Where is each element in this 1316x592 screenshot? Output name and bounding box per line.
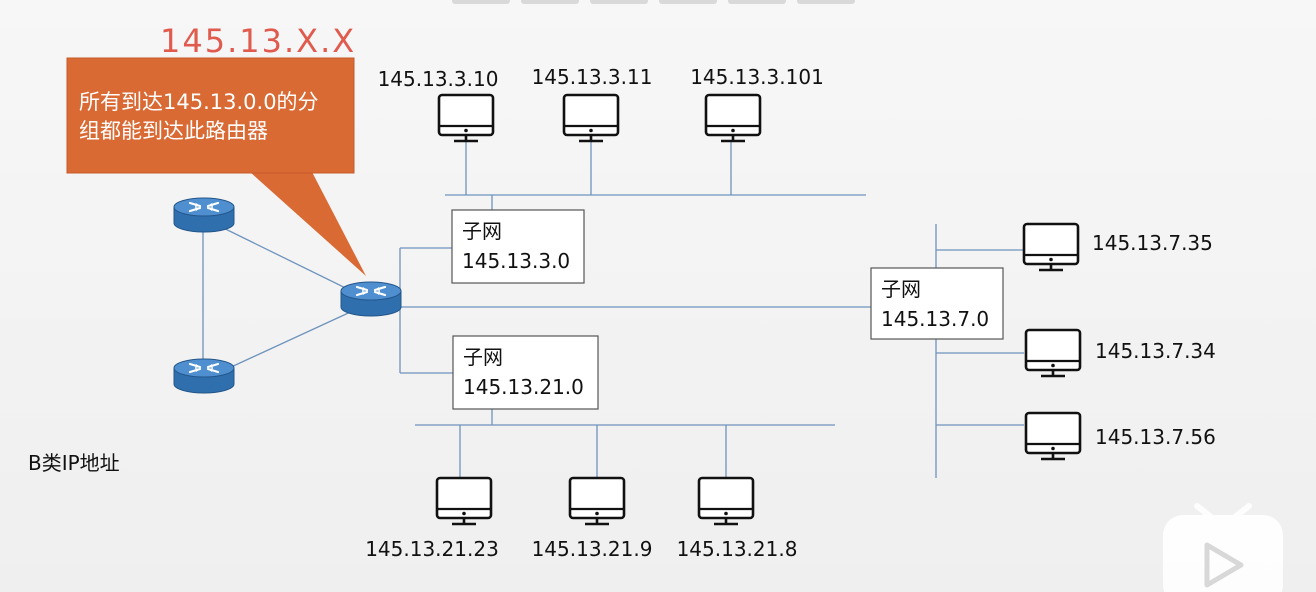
router-icon[interactable] (172, 196, 236, 234)
toolbar-tab-5[interactable] (728, 0, 786, 4)
host-address: 145.13.21.23 (365, 537, 499, 561)
computer-icon[interactable] (435, 476, 493, 526)
subnet-box-3[interactable] (451, 209, 585, 284)
computer-icon[interactable] (562, 93, 620, 143)
host-address: 145.13.3.10 (378, 67, 499, 91)
subnet-address: 145.13.7.0 (881, 307, 989, 331)
computer-icon[interactable] (1022, 222, 1080, 272)
class-b-label: B类IP地址 (28, 451, 120, 475)
callout-line-2: 组都能到达此路由器 (79, 119, 268, 143)
computer-icon[interactable] (697, 476, 755, 526)
subnet-title: 子网 (463, 345, 503, 369)
play-button[interactable] (1163, 503, 1283, 592)
link-router-a-main (202, 217, 371, 301)
toolbar-tab-1[interactable] (452, 0, 510, 4)
host-address: 145.13.3.101 (690, 65, 824, 89)
toolbar-tab-4[interactable] (659, 0, 717, 4)
main-router-icon[interactable] (339, 280, 403, 318)
host-address: 145.13.3.11 (532, 65, 653, 89)
subnet-address: 145.13.3.0 (462, 249, 570, 273)
host-address: 145.13.7.35 (1092, 231, 1213, 255)
subnet-box-21[interactable] (452, 335, 599, 410)
toolbar-tab-2[interactable] (521, 0, 579, 4)
subnet-title: 子网 (462, 219, 502, 243)
host-address: 145.13.7.34 (1095, 339, 1216, 363)
handwritten-note: 145.13.X.X (160, 22, 356, 60)
router-icon[interactable] (172, 357, 236, 395)
subnet-address: 145.13.21.0 (463, 375, 584, 399)
computer-icon[interactable] (704, 93, 762, 143)
computer-icon[interactable] (1024, 411, 1082, 461)
host-address: 145.13.7.56 (1095, 425, 1216, 449)
toolbar-tab-6[interactable] (797, 0, 855, 4)
host-address: 145.13.21.9 (532, 537, 653, 561)
computer-icon[interactable] (1024, 328, 1082, 378)
callout-line-1: 所有到达145.13.0.0的分 (79, 90, 319, 114)
callout-bubble: 所有到达145.13.0.0的分 组都能到达此路由器 (66, 57, 366, 276)
subnet-box-7[interactable] (870, 267, 1004, 340)
toolbar-tab-3[interactable] (590, 0, 648, 4)
computer-icon[interactable] (437, 93, 495, 143)
subnet-title: 子网 (881, 277, 921, 301)
computer-icon[interactable] (568, 476, 626, 526)
play-icon (1204, 542, 1244, 588)
host-address: 145.13.21.8 (677, 537, 798, 561)
